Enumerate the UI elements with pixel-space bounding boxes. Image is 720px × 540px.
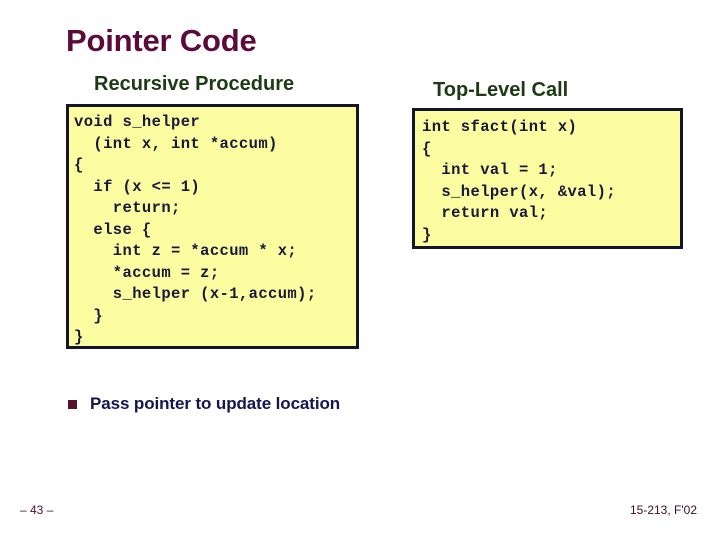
page-title: Pointer Code — [66, 23, 257, 58]
code-block-top-level-call: int sfact(int x) { int val = 1; s_helper… — [412, 108, 683, 249]
bullet-list-item: Pass pointer to update location — [68, 394, 340, 414]
section-heading-recursive-procedure: Recursive Procedure — [94, 73, 295, 95]
code-block-recursive-procedure: void s_helper (int x, int *accum) { if (… — [66, 104, 359, 349]
section-heading-top-level-call: Top-Level Call — [433, 79, 569, 101]
footer-course-label: 15-213, F'02 — [629, 503, 697, 517]
code-text-top-level-call: int sfact(int x) { int val = 1; s_helper… — [422, 118, 617, 244]
square-bullet-icon — [68, 399, 77, 409]
bullet-item-label: Pass pointer to update location — [90, 394, 341, 413]
code-text-recursive-procedure: void s_helper (int x, int *accum) { if (… — [74, 113, 317, 346]
footer-page-number: – 43 – — [20, 503, 54, 517]
